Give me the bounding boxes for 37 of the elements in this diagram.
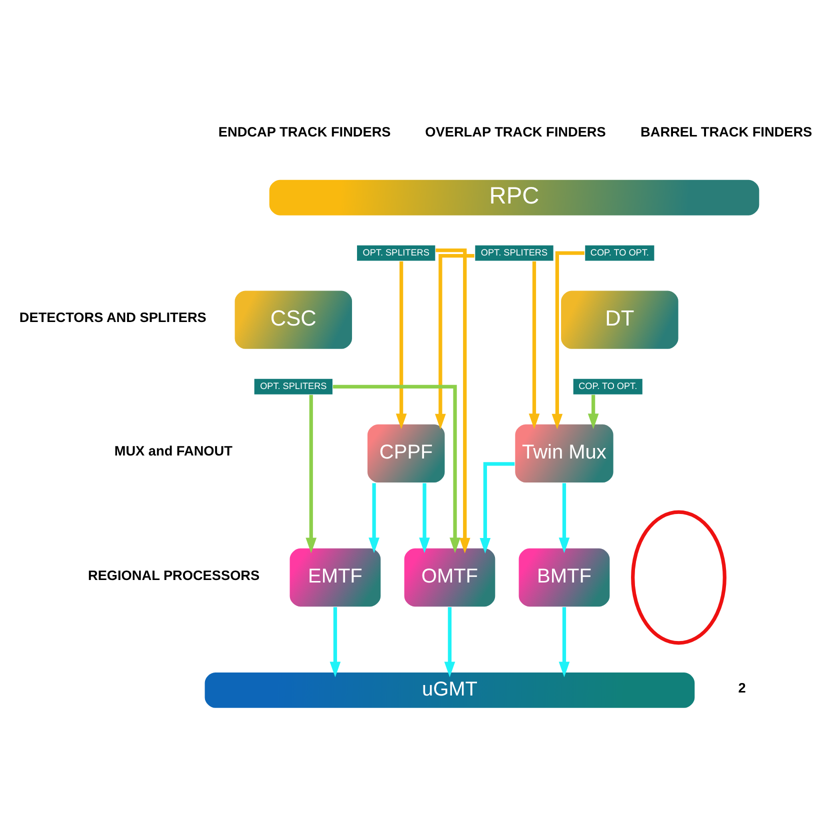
arrow (419, 482, 430, 553)
node-box: OPT. SPLITERS (356, 244, 436, 262)
arrow (588, 394, 599, 429)
node-box: CPPF (366, 422, 446, 483)
label: 2 (738, 680, 746, 695)
node-box: OPT. SPLITERS (253, 378, 334, 395)
node-box: COP. TO OPT. (584, 244, 656, 262)
arrow (444, 606, 456, 677)
arrow (330, 606, 341, 677)
label: BARREL TRACK FINDERS (640, 124, 812, 139)
node-box: CSC (234, 289, 353, 350)
arrow (528, 260, 540, 429)
node-box: BMTF (518, 547, 611, 607)
arrow (368, 482, 380, 553)
arrow (434, 253, 474, 429)
label: REGIONAL PROCESSORS (88, 567, 260, 582)
arrow (436, 248, 470, 553)
node-box: COP. TO OPT. (572, 378, 644, 395)
arrow (480, 462, 515, 553)
label: OVERLAP TRACK FINDERS (425, 124, 606, 139)
node-box: OPT. SPLITERS (474, 244, 554, 262)
node-box: EMTF (288, 547, 382, 607)
arrow (396, 260, 407, 429)
label: ENDCAP TRACK FINDERS (218, 124, 391, 139)
arrow (332, 384, 460, 553)
node-box: OMTF (403, 547, 496, 607)
arrow (558, 606, 570, 677)
node-box: Twin Mux (514, 422, 614, 483)
node-circle (631, 510, 726, 644)
label: DETECTORS AND SPLITERS (19, 310, 206, 325)
label: MUX and FANOUT (114, 443, 232, 458)
arrow (558, 482, 570, 553)
arrow (306, 394, 317, 553)
arrow (552, 250, 584, 429)
node-box: RPC (268, 178, 760, 216)
node-box: DT (560, 289, 680, 350)
node-box: uGMT (204, 671, 696, 708)
